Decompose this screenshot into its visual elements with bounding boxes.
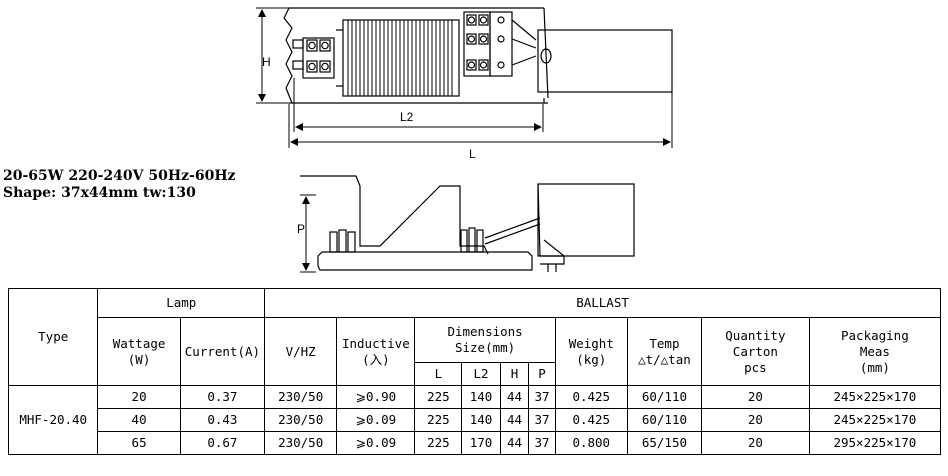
cell-h: 44 xyxy=(499,385,530,409)
cell-temp: 65/150 xyxy=(626,431,703,455)
cell-qty: 20 xyxy=(701,408,810,432)
cell-pack: 295×225×170 xyxy=(808,431,942,455)
header-type: Type xyxy=(7,288,99,386)
cell-p: 37 xyxy=(528,408,556,432)
dim-l2-label: L2 xyxy=(400,110,414,124)
cell-inductive: ⩾0.09 xyxy=(336,431,416,455)
header-ballast: BALLAST xyxy=(264,288,941,318)
spec-shape: Shape: 37x44mm tw:130 xyxy=(3,185,196,201)
cell-l: 225 xyxy=(414,385,463,409)
cell-wattage: 20 xyxy=(97,385,181,409)
cell-qty: 20 xyxy=(701,385,810,409)
cell-wattage: 65 xyxy=(97,431,181,455)
cell-h: 44 xyxy=(499,431,530,455)
table-row: MHF-20.40 20 0.37 230/50 ⩾0.90 225 140 4… xyxy=(7,385,942,455)
cell-l2: 140 xyxy=(461,385,501,409)
cell-vhz: 230/50 xyxy=(264,385,338,409)
cell-pack: 245×225×170 xyxy=(808,408,942,432)
table-row: 40 0.43 230/50 ⩾0.09 225 140 44 37 0.425… xyxy=(9,408,942,432)
spec-electrical: 20-65W 220-240V 50Hz-60Hz xyxy=(3,168,236,184)
cell-pack: 245×225×170 xyxy=(808,385,942,409)
ballast-side-view xyxy=(300,175,635,272)
cell-l2: 140 xyxy=(461,408,501,432)
cell-current: 0.37 xyxy=(179,385,266,409)
cell-wattage: 40 xyxy=(97,408,181,432)
dim-l-label: L xyxy=(469,147,476,161)
header-dim-p: P xyxy=(528,362,556,386)
header-lamp: Lamp xyxy=(97,288,266,318)
cell-l: 225 xyxy=(414,408,463,432)
dim-p-label: P xyxy=(297,222,305,236)
header-temp: Temp△t/△tan xyxy=(626,317,703,386)
cell-l: 225 xyxy=(414,431,463,455)
dimension-l2 xyxy=(293,78,544,132)
cell-vhz: 230/50 xyxy=(264,408,338,432)
ballast-spec-table: Type Lamp BALLAST Wattage(W) Current(A) … xyxy=(7,288,942,455)
cell-qty: 20 xyxy=(701,431,810,455)
cell-weight: 0.800 xyxy=(554,431,628,455)
header-dim-l: L xyxy=(414,362,463,386)
cell-current: 0.67 xyxy=(179,431,266,455)
ballast-technical-drawing: H L2 L P xyxy=(256,7,673,273)
cell-weight: 0.425 xyxy=(554,385,628,409)
cell-current: 0.43 xyxy=(179,408,266,432)
ballast-top-view xyxy=(283,7,673,104)
cell-inductive: ⩾0.09 xyxy=(336,408,416,432)
cell-h: 44 xyxy=(499,408,530,432)
cell-temp: 60/110 xyxy=(626,408,703,432)
header-current: Current(A) xyxy=(179,317,266,386)
dimension-p xyxy=(300,194,316,273)
cell-weight: 0.425 xyxy=(554,408,628,432)
header-weight: Weight(kg) xyxy=(554,317,628,386)
cell-temp: 60/110 xyxy=(626,385,703,409)
header-wattage: Wattage(W) xyxy=(97,317,181,386)
cell-l2: 170 xyxy=(461,431,501,455)
table-row: 65 0.67 230/50 ⩾0.09 225 170 44 37 0.800… xyxy=(9,431,942,455)
dim-h-label: H xyxy=(262,55,271,69)
header-dim-h: H xyxy=(499,362,530,386)
header-dim-l2: L2 xyxy=(461,362,501,386)
cell-vhz: 230/50 xyxy=(264,431,338,455)
cell-p: 37 xyxy=(528,385,556,409)
cell-inductive: ⩾0.90 xyxy=(336,385,416,409)
dimension-h xyxy=(256,7,289,104)
model-cell: MHF-20.40 xyxy=(7,385,99,455)
header-inductive: Inductive(入) xyxy=(336,317,416,386)
header-vhz: V/HZ xyxy=(264,317,338,386)
cell-p: 37 xyxy=(528,431,556,455)
dimension-l xyxy=(288,92,673,148)
